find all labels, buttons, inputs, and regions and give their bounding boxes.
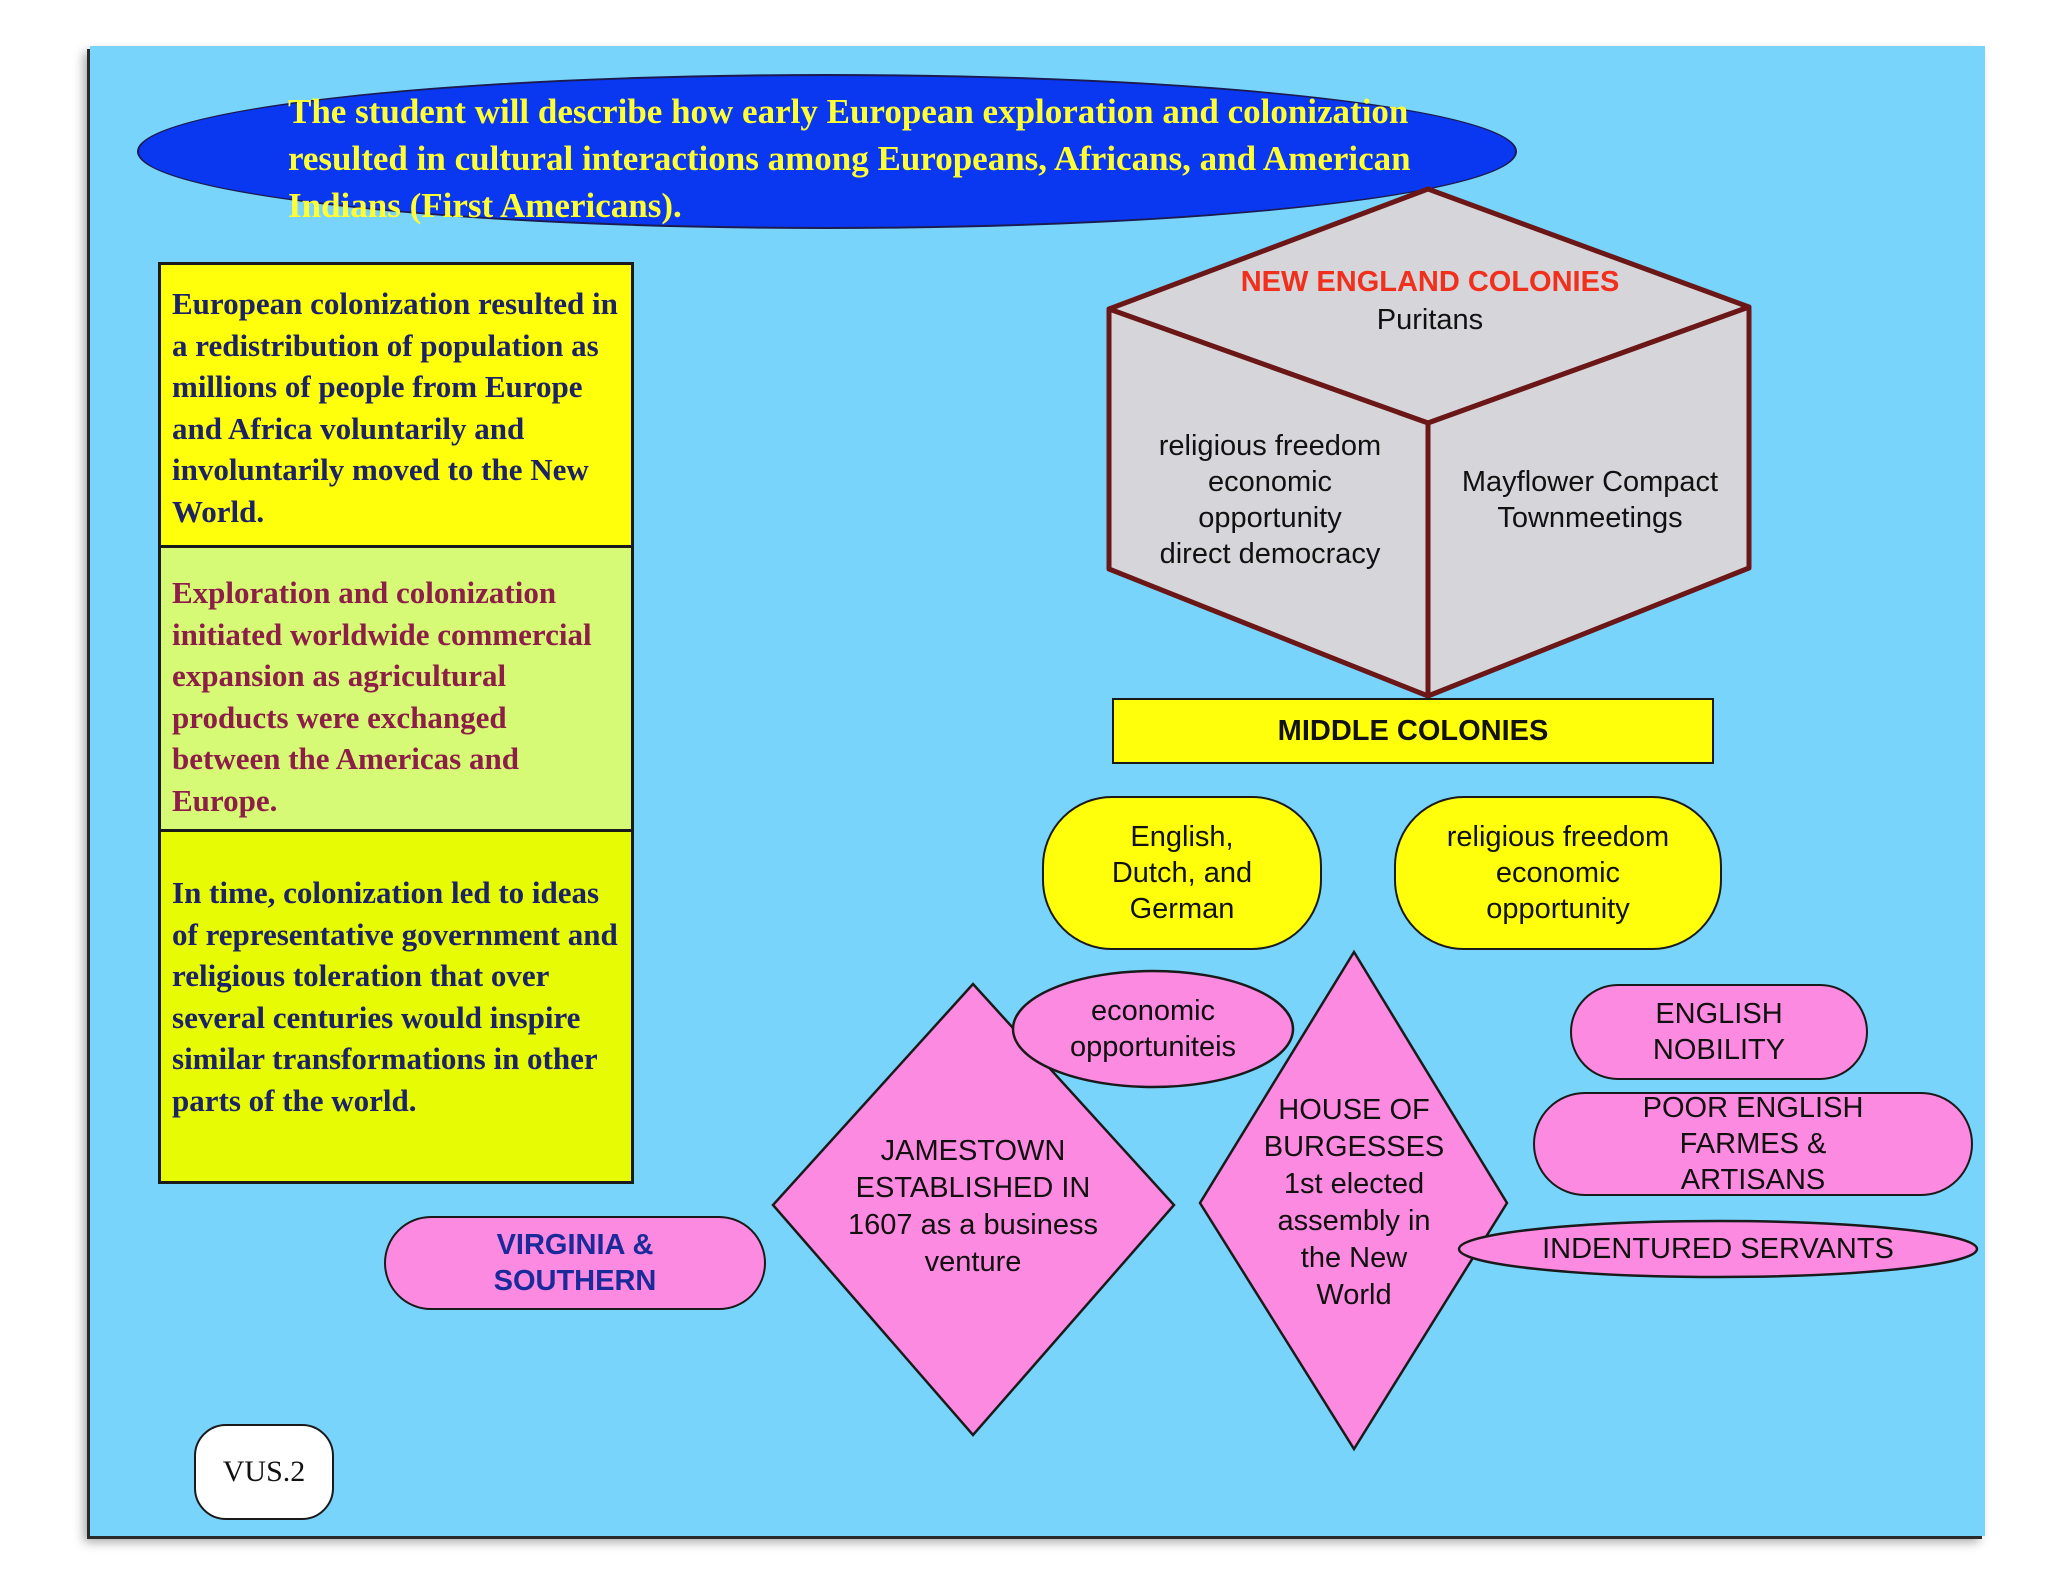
new-england-puritans: Puritans (1376, 304, 1484, 336)
title-text: The student will describe how early Euro… (288, 92, 1411, 225)
house-of-burgesses-text: HOUSE OF BURGESSES 1st elected assembly … (1240, 1090, 1468, 1316)
ne-left-line: religious freedom (1158, 430, 1382, 462)
ne-left-line: economic (1207, 466, 1333, 498)
new-england-right-text: Mayflower Compact Townmeetings (1440, 464, 1740, 536)
title-ellipse (137, 74, 1517, 229)
economic-opportunities-text: economic opportuniteis (1033, 986, 1273, 1072)
virginia-southern-pill: VIRGINIA & SOUTHERN (384, 1216, 766, 1310)
poor-farmers-pill: POOR ENGLISH FARMES & ARTISANS (1533, 1092, 1973, 1196)
ne-right-line: Mayflower Compact (1461, 466, 1719, 498)
middle-right-line: economic (1495, 857, 1621, 889)
english-nobility-pill: ENGLISH NOBILITY (1570, 984, 1868, 1080)
southern-heading-line: SOUTHERN (493, 1265, 657, 1297)
ne-right-line: Townmeetings (1497, 502, 1683, 534)
southern-heading-line: VIRGINIA & (496, 1229, 654, 1261)
jamestown-line: venture (924, 1246, 1022, 1278)
burgesses-line: HOUSE OF (1278, 1094, 1430, 1126)
new-england-heading: NEW ENGLAND COLONIES (1240, 266, 1620, 298)
econ-line: economic (1090, 995, 1216, 1027)
nobility-line: ENGLISH (1655, 998, 1783, 1030)
jamestown-diamond (771, 982, 1176, 1437)
jamestown-line: ESTABLISHED IN (855, 1172, 1091, 1204)
burgesses-line: assembly in (1277, 1205, 1431, 1237)
middle-origins-pill: English, Dutch, and German (1042, 796, 1322, 950)
econ-line: opportuniteis (1069, 1031, 1237, 1063)
standard-badge: VUS.2 (194, 1424, 334, 1520)
box-redistribution: European colonization resulted in a redi… (158, 262, 634, 548)
middle-left-line: English, (1130, 821, 1234, 853)
indentured-servants-text: INDENTURED SERVANTS (1542, 1232, 1894, 1265)
box-representative-government: In time, colonization led to ideas of re… (158, 829, 634, 1184)
middle-right-line: opportunity (1486, 893, 1630, 925)
jamestown-text: JAMESTOWN ESTABLISHED IN 1607 as a busin… (823, 1132, 1123, 1282)
jamestown-line: JAMESTOWN (880, 1135, 1066, 1167)
ne-left-line: opportunity (1198, 502, 1342, 534)
new-england-cube (771, 186, 1979, 1452)
nobility-line: NOBILITY (1652, 1034, 1786, 1066)
farmers-line: POOR ENGLISH (1642, 1092, 1864, 1124)
house-of-burgesses-diamond (1198, 949, 1509, 1452)
farmers-line: FARMES & (1679, 1128, 1827, 1160)
economic-opportunities-ellipse (1011, 969, 1295, 1089)
middle-reasons-pill: religious freedom economic opportunity (1394, 796, 1722, 950)
middle-colonies-heading: MIDDLE COLONIES (1112, 698, 1714, 764)
jamestown-line: 1607 as a business (848, 1209, 1098, 1241)
box-commercial-expansion: Exploration and colonization initiated w… (158, 545, 634, 832)
burgesses-line: BURGESSES (1263, 1131, 1445, 1163)
burgesses-line: the New (1300, 1242, 1408, 1274)
slide: The student will describe how early Euro… (90, 46, 1985, 1536)
middle-right-line: religious freedom (1446, 821, 1670, 853)
middle-left-line: German (1129, 893, 1235, 925)
burgesses-line: 1st elected (1283, 1168, 1425, 1200)
farmers-line: ARTISANS (1680, 1164, 1826, 1196)
indentured-servants-ellipse (1457, 1219, 1979, 1279)
middle-left-line: Dutch, and (1111, 857, 1253, 889)
cube-right-face (1425, 304, 1752, 699)
new-england-left-text: religious freedom economic opportunity d… (1130, 428, 1410, 572)
burgesses-line: World (1316, 1279, 1392, 1311)
ne-left-line: direct democracy (1159, 538, 1381, 570)
